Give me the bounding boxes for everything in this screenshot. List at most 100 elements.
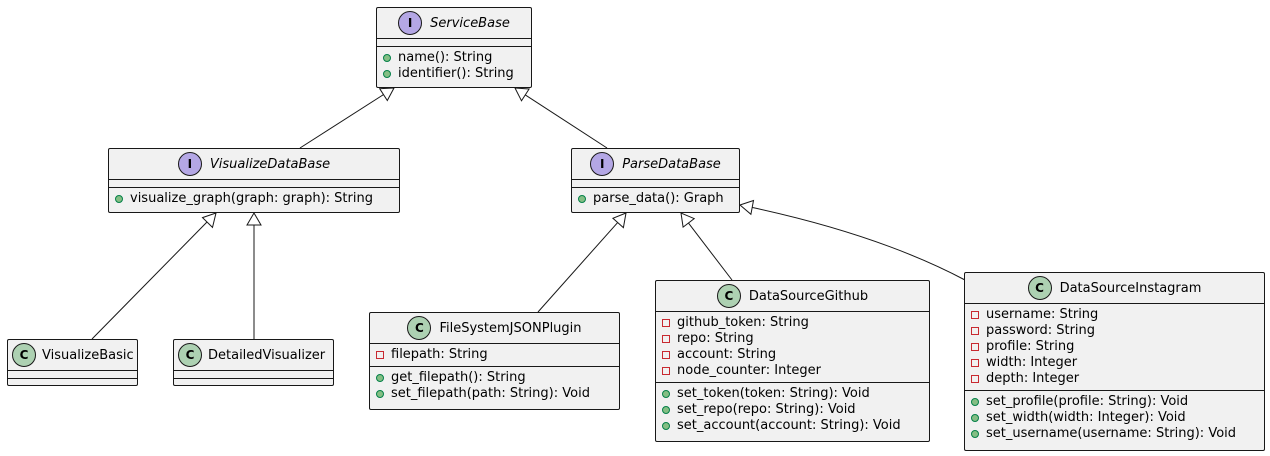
attributes-section: username: String password: String profil…: [965, 304, 1264, 391]
methods-section: name(): String identifier(): String: [377, 47, 531, 85]
private-visibility-icon: [662, 351, 670, 359]
class-header: C DataSourceInstagram: [965, 273, 1264, 304]
class-datasourceinstagram[interactable]: C DataSourceInstagram username: String p…: [964, 272, 1265, 451]
interface-parsedatabase[interactable]: I ParseDataBase parse_data(): Graph: [571, 148, 740, 213]
method-row: set_profile(profile: String): Void: [971, 394, 1258, 410]
public-visibility-icon: [578, 195, 586, 203]
method-row: set_account(account: String): Void: [662, 418, 923, 434]
method-row: get_filepath(): String: [376, 370, 613, 386]
class-header: I ServiceBase: [377, 8, 531, 39]
inheritance-arrowhead: [514, 87, 530, 102]
method-row: parse_data(): Graph: [578, 191, 733, 207]
edge-datasourcegithub-to-parsedatabase: [687, 222, 733, 281]
class-name: ServiceBase: [430, 15, 510, 31]
class-name: FileSystemJSONPlugin: [439, 320, 582, 336]
class-header: I VisualizeDataBase: [109, 149, 399, 180]
field-row: password: String: [971, 323, 1258, 339]
field-text: username: String: [986, 307, 1099, 322]
methods-section: parse_data(): Graph: [572, 188, 739, 210]
attributes-section: filepath: String: [370, 344, 619, 367]
method-row: identifier(): String: [383, 66, 525, 82]
attributes-section: github_token: String repo: String accoun…: [656, 312, 929, 383]
class-name: DataSourceGithub: [748, 288, 869, 304]
edge-datasourceinstagram-to-parsedatabase: [751, 206, 966, 281]
field-row: width: Integer: [971, 355, 1258, 371]
attributes-section: [572, 180, 739, 188]
attributes-section: [174, 371, 333, 379]
class-visualizebasic[interactable]: C VisualizeBasic: [7, 339, 138, 386]
attributes-section: [109, 180, 399, 188]
interface-visualizedatabase[interactable]: I VisualizeDataBase visualize_graph(grap…: [108, 148, 400, 213]
class-name: ParseDataBase: [622, 156, 721, 172]
attributes-section: [8, 371, 137, 379]
method-row: set_username(username: String): Void: [971, 426, 1258, 442]
class-name: DataSourceInstagram: [1059, 280, 1202, 296]
class-filesystemjsonplugin[interactable]: C FileSystemJSONPlugin filepath: String …: [369, 312, 620, 410]
class-name: DetailedVisualizer: [208, 347, 326, 363]
private-visibility-icon: [662, 319, 670, 327]
public-visibility-icon: [376, 390, 384, 398]
class-header: C FileSystemJSONPlugin: [370, 313, 619, 344]
inheritance-arrowhead: [680, 212, 696, 229]
private-visibility-icon: [971, 311, 979, 319]
method-text: visualize_graph(graph: graph): String: [130, 191, 373, 206]
field-text: width: Integer: [986, 355, 1078, 370]
private-visibility-icon: [971, 359, 979, 367]
inheritance-arrowhead: [201, 212, 217, 229]
field-text: node_counter: Integer: [677, 363, 822, 378]
interface-badge-icon: I: [398, 11, 423, 35]
inheritance-arrowhead: [611, 212, 627, 229]
class-badge-icon: C: [407, 316, 432, 340]
field-text: profile: String: [986, 339, 1075, 354]
field-text: account: String: [677, 347, 777, 362]
method-row: set_repo(repo: String): Void: [662, 402, 923, 418]
methods-section: set_token(token: String): Void set_repo(…: [656, 383, 929, 437]
method-text: set_width(width: Integer): Void: [986, 410, 1186, 425]
method-text: get_filepath(): String: [391, 370, 526, 385]
method-text: set_repo(repo: String): Void: [677, 402, 856, 417]
methods-section: visualize_graph(graph: graph): String: [109, 188, 399, 210]
methods-section: [8, 379, 137, 386]
public-visibility-icon: [971, 414, 979, 422]
private-visibility-icon: [662, 335, 670, 343]
method-text: set_username(username: String): Void: [986, 426, 1237, 441]
class-detailedvisualizer[interactable]: C DetailedVisualizer: [173, 339, 334, 386]
edge-filesystemjsonplugin-to-parsedatabase: [537, 221, 619, 313]
interface-servicebase[interactable]: I ServiceBase name(): String identifier(…: [376, 7, 532, 88]
class-header: C DetailedVisualizer: [174, 340, 333, 371]
public-visibility-icon: [376, 374, 384, 382]
private-visibility-icon: [971, 327, 979, 335]
field-row: account: String: [662, 347, 923, 363]
class-header: I ParseDataBase: [572, 149, 739, 180]
field-text: github_token: String: [677, 315, 809, 330]
method-text: set_filepath(path: String): Void: [391, 386, 590, 401]
public-visibility-icon: [971, 398, 979, 406]
public-visibility-icon: [662, 390, 670, 398]
private-visibility-icon: [662, 367, 670, 375]
public-visibility-icon: [662, 422, 670, 430]
field-row: node_counter: Integer: [662, 363, 923, 379]
class-datasourcegithub[interactable]: C DataSourceGithub github_token: String …: [655, 280, 930, 442]
method-text: name(): String: [398, 50, 493, 65]
method-text: identifier(): String: [398, 66, 514, 81]
edge-parsedatabase-to-servicebase: [525, 94, 608, 149]
field-row: repo: String: [662, 331, 923, 347]
method-text: set_account(account: String): Void: [677, 418, 901, 433]
edge-visualizedatabase-to-servicebase: [299, 94, 384, 149]
class-badge-icon: C: [178, 343, 202, 367]
field-row: username: String: [971, 307, 1258, 323]
method-text: parse_data(): Graph: [593, 191, 724, 206]
private-visibility-icon: [971, 375, 979, 383]
field-row: github_token: String: [662, 315, 923, 331]
method-text: set_token(token: String): Void: [677, 386, 870, 401]
class-name: VisualizeDataBase: [209, 156, 331, 172]
methods-section: get_filepath(): String set_filepath(path…: [370, 367, 619, 405]
method-text: set_profile(profile: String): Void: [986, 394, 1189, 409]
private-visibility-icon: [971, 343, 979, 351]
class-badge-icon: C: [1027, 276, 1052, 300]
method-row: visualize_graph(graph: graph): String: [115, 191, 393, 207]
private-visibility-icon: [376, 351, 384, 359]
methods-section: [174, 379, 333, 386]
field-text: repo: String: [677, 331, 754, 346]
